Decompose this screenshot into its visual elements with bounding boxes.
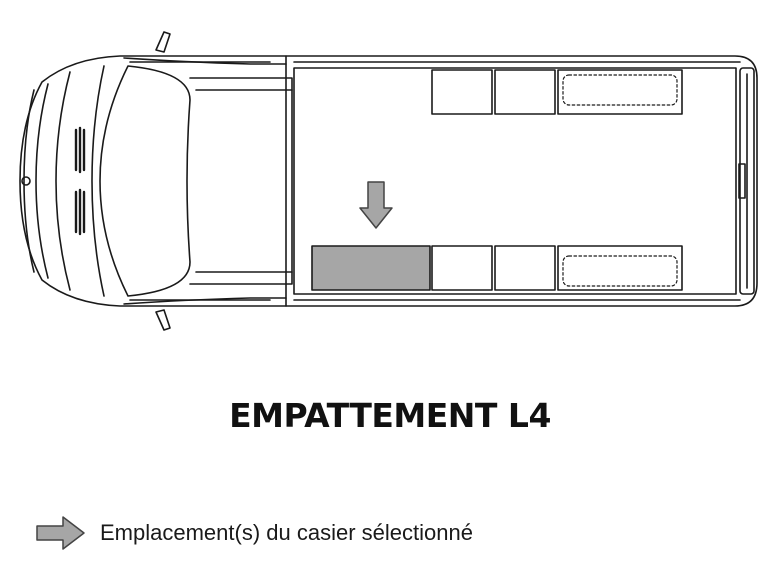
locker-bottom-2[interactable]: [431, 245, 493, 291]
mirror-top-icon: [155, 31, 171, 53]
front-grille: [74, 126, 86, 236]
selection-arrow-icon: [359, 181, 393, 229]
locker-top-1[interactable]: [431, 69, 493, 115]
legend: Emplacement(s) du casier sélectionné: [36, 513, 473, 553]
rear-handle: [738, 163, 746, 199]
cargo-area: [293, 67, 737, 295]
side-strip-bottom: [123, 297, 287, 305]
locker-top-3[interactable]: [557, 69, 683, 115]
locker-top-2[interactable]: [494, 69, 556, 115]
van-top-view: [19, 31, 758, 331]
front-panel-line: [35, 83, 49, 279]
locker-bottom-4-lid: [562, 255, 678, 287]
hood-edge: [91, 65, 105, 297]
windshield: [99, 65, 191, 297]
front-bumper: [23, 89, 35, 273]
rear-ladder: [739, 67, 755, 295]
diagram-title: EMPATTEMENT L4: [229, 396, 551, 435]
locker-bottom-3[interactable]: [494, 245, 556, 291]
arrow-right-icon: [36, 516, 85, 550]
locker-bottom-1-selected[interactable]: [311, 245, 431, 291]
mirror-bottom-icon: [155, 309, 171, 331]
cabin-roof: [189, 77, 293, 285]
locker-top-3-lid: [562, 74, 678, 106]
badge-icon: [21, 176, 31, 186]
van-body-outline: [19, 55, 758, 307]
legend-label: Emplacement(s) du casier sélectionné: [100, 520, 473, 545]
hood-line: [55, 71, 71, 291]
side-strip-top: [123, 57, 287, 65]
locker-bottom-4[interactable]: [557, 245, 683, 291]
